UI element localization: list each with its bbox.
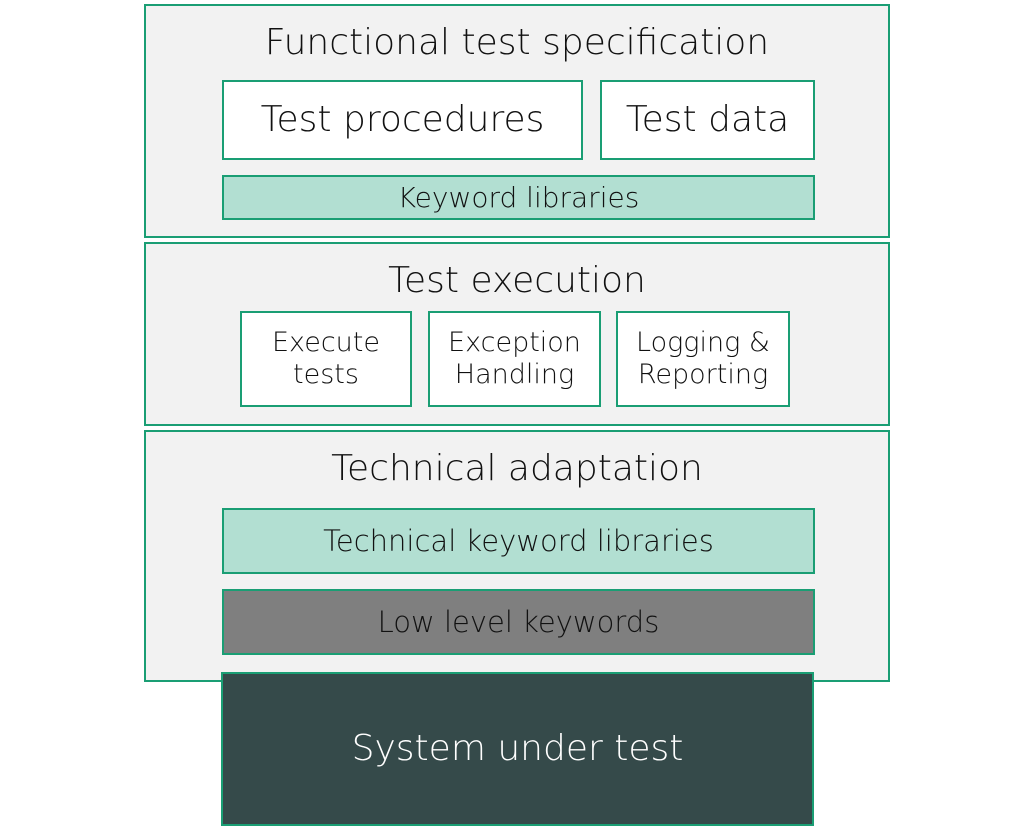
execute-tests-box: Execute tests [240, 311, 412, 407]
execute-tests-line2: tests [293, 359, 359, 390]
execute-tests-line1: Execute [272, 326, 380, 358]
logging-reporting-line1: Logging & [636, 326, 770, 358]
functional-layer-title: Functional test specification [264, 22, 770, 63]
technical-layer-title: Technical adaptation [331, 448, 703, 489]
exception-handling-line2: Handling [454, 359, 575, 390]
low-level-keywords-box: Low level keywords [222, 589, 815, 655]
exception-handling-box: Exception Handling [428, 311, 601, 407]
technical-keyword-libraries-box: Technical keyword libraries [222, 508, 815, 574]
logging-reporting-line2: Reporting [637, 359, 769, 390]
test-execution-layer: Test execution Execute tests Exception H… [144, 242, 890, 426]
execution-layer-title: Test execution [388, 260, 646, 301]
exception-handling-line1: Exception [448, 326, 581, 358]
system-under-test-box: System under test [221, 672, 814, 826]
keyword-libraries-box: Keyword libraries [222, 175, 815, 220]
functional-test-specification-layer: Functional test specification Test proce… [144, 4, 890, 238]
test-data-box: Test data [600, 80, 815, 160]
logging-reporting-box: Logging & Reporting [616, 311, 790, 407]
technical-adaptation-layer: Technical adaptation Technical keyword l… [144, 430, 890, 682]
test-procedures-box: Test procedures [222, 80, 583, 160]
